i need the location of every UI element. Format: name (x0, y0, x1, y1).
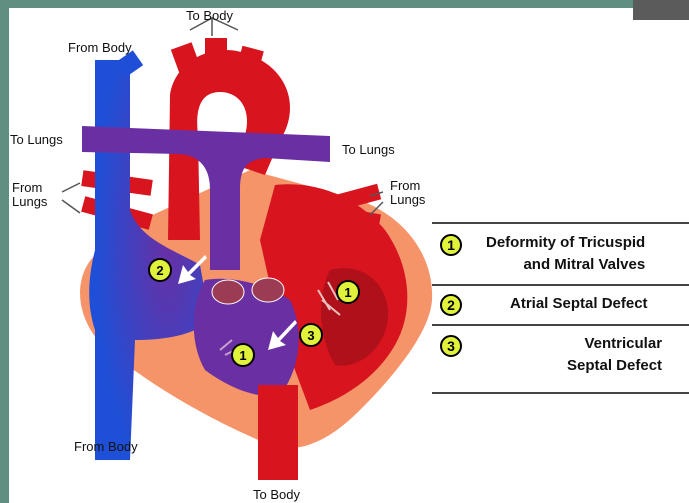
legend-item-2: 2 Atrial Septal Defect (432, 286, 689, 326)
marker-3: 3 (300, 324, 322, 346)
aorta-branch-2 (205, 38, 227, 68)
label-to-lungs-right: To Lungs (342, 142, 395, 157)
legend-text-3: Ventricular Septal Defect (567, 333, 662, 377)
legend-badge-2: 2 (440, 294, 462, 316)
legend-badge-1: 1 (440, 234, 462, 256)
legend-text-2: Atrial Septal Defect (510, 293, 648, 315)
legend-text-2-line1: Atrial Septal Defect (510, 293, 648, 315)
legend-text-1: Deformity of Tricuspid and Mitral Valves (486, 232, 645, 276)
label-to-lungs-left: To Lungs (10, 132, 63, 147)
aorta-branch-1 (171, 42, 204, 82)
label-from-body-top: From Body (68, 40, 132, 55)
marker-2: 2 (149, 259, 171, 281)
legend-text-3-line1: Ventricular (567, 333, 662, 355)
label-to-body-top: To Body (186, 8, 233, 23)
label-from-body-bottom: From Body (74, 439, 138, 454)
label-from-lungs-right-1: From (390, 178, 420, 193)
marker-1-right: 1 (337, 281, 359, 303)
marker-2-label: 2 (156, 263, 163, 278)
legend-text-1-line2: and Mitral Valves (486, 254, 645, 276)
from-lungs-left-connector (62, 183, 80, 213)
label-from-lungs-right-2: Lungs (390, 192, 426, 207)
legend-text-3-line2: Septal Defect (567, 355, 662, 377)
legend-item-3: 3 Ventricular Septal Defect (432, 326, 689, 394)
mitral-valve (252, 278, 284, 302)
marker-3-label: 3 (307, 328, 314, 343)
label-to-body-bottom: To Body (253, 487, 300, 502)
descending-aorta (258, 385, 298, 480)
legend-item-1: 1 Deformity of Tricuspid and Mitral Valv… (432, 222, 689, 286)
label-from-lungs-left-1: From (12, 180, 42, 195)
marker-1-left: 1 (232, 344, 254, 366)
marker-1-right-label: 1 (344, 285, 351, 300)
tricuspid-valve (212, 280, 244, 304)
label-from-lungs-left-2: Lungs (12, 194, 48, 209)
legend-badge-3: 3 (440, 335, 462, 357)
legend: 1 Deformity of Tricuspid and Mitral Valv… (432, 222, 689, 394)
marker-1-left-label: 1 (239, 348, 246, 363)
legend-text-1-line1: Deformity of Tricuspid (486, 232, 645, 254)
